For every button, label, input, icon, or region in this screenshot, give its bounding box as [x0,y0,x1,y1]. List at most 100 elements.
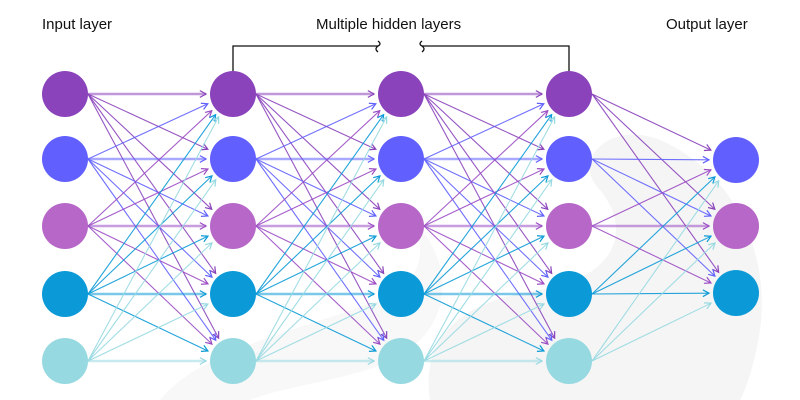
connection-line [255,179,385,362]
arrow-head [712,179,720,188]
connection-line [87,242,213,362]
connection-line [423,158,545,217]
arrow-head [373,270,381,278]
bracket-left [232,40,381,71]
arrow-head [368,102,377,110]
arrow-head [707,202,716,211]
connection-line [255,225,377,285]
arrow-head [367,155,376,163]
arrow-head [540,202,549,211]
arrow-head [708,242,716,250]
connection-line [255,103,377,160]
input-layer-label: Input layer [42,16,113,33]
connection-line [591,225,712,284]
arrow-head [703,209,713,217]
arrow-head [205,337,213,345]
arrow-head [535,90,544,98]
arrow-head [368,235,378,243]
connection-line [423,93,549,210]
connection-line [255,168,377,227]
connection-line [423,303,545,362]
connection-line [255,293,377,352]
connection-line [87,158,209,217]
arrow-head [702,289,711,298]
arrow-head [200,102,209,110]
connection-line [255,114,385,295]
arrow-head [199,90,208,98]
connection-line [87,93,220,339]
arrow-head [205,175,213,183]
connection-line [423,116,556,362]
hidden-layers-label: Multiple hidden layers [316,16,462,33]
arrow-head [367,357,376,365]
hidden-3-node [546,136,592,182]
connection-line [423,93,553,274]
arrow-head [368,277,378,285]
arrow-head [367,290,376,298]
connection-line [591,169,712,227]
connection-line [255,110,381,227]
connection-line [591,176,716,295]
connection-line [87,158,213,278]
connection-line [423,110,549,227]
hidden-1-node [210,136,256,182]
arrow-head [377,333,385,342]
arrow-head [367,222,376,230]
connection-line [255,116,388,362]
arrow-head [536,303,546,311]
output-node [713,137,759,183]
arrow-head [541,175,549,183]
arrow-head [380,115,388,124]
connection-line [591,158,712,217]
arrow-head [199,222,208,230]
hidden-3-node [546,271,592,317]
arrow-head [368,143,377,151]
connection-line [255,158,385,341]
arrow-head [204,109,213,118]
connection-line [255,93,381,210]
hidden-1-node [210,338,256,384]
arrow-head [548,115,556,124]
hidden-2-node [378,136,424,182]
arrow-head [536,168,546,176]
arrow-head [536,277,546,285]
hidden-3-node [546,71,592,117]
input-node [42,71,88,117]
arrow-head [703,302,713,310]
arrow-head [703,168,713,176]
connections [87,90,720,365]
connection-line [87,114,217,295]
connection-line [423,103,545,160]
connection-line [423,179,553,362]
hidden-layers-bracket [232,40,570,71]
hidden-1-node [210,271,256,317]
arrow-head [541,337,549,345]
arrow-head [212,115,220,124]
connection-line [255,158,377,217]
arrow-head [373,175,381,183]
connection-line [255,93,385,274]
connection-line [255,225,381,345]
hidden-2-node [378,271,424,317]
arrow-head [535,222,544,230]
connection-line [87,303,209,362]
arrow-head [703,144,713,152]
connection-line [591,158,710,161]
connection-line [87,293,209,352]
arrow-head [205,242,213,250]
connection-line [87,235,209,295]
arrow-head [545,266,553,275]
arrow-head [209,178,217,187]
connection-line [423,93,556,339]
connection-line [591,235,712,295]
output-layer-label: Output layer [666,16,748,33]
arrow-head [703,235,713,243]
output-node [713,270,759,316]
arrow-head [545,333,553,342]
arrow-head [205,270,213,278]
connection-line [423,293,545,352]
connection-line [255,93,388,339]
connection-line [423,242,549,362]
connection-line [423,93,545,150]
